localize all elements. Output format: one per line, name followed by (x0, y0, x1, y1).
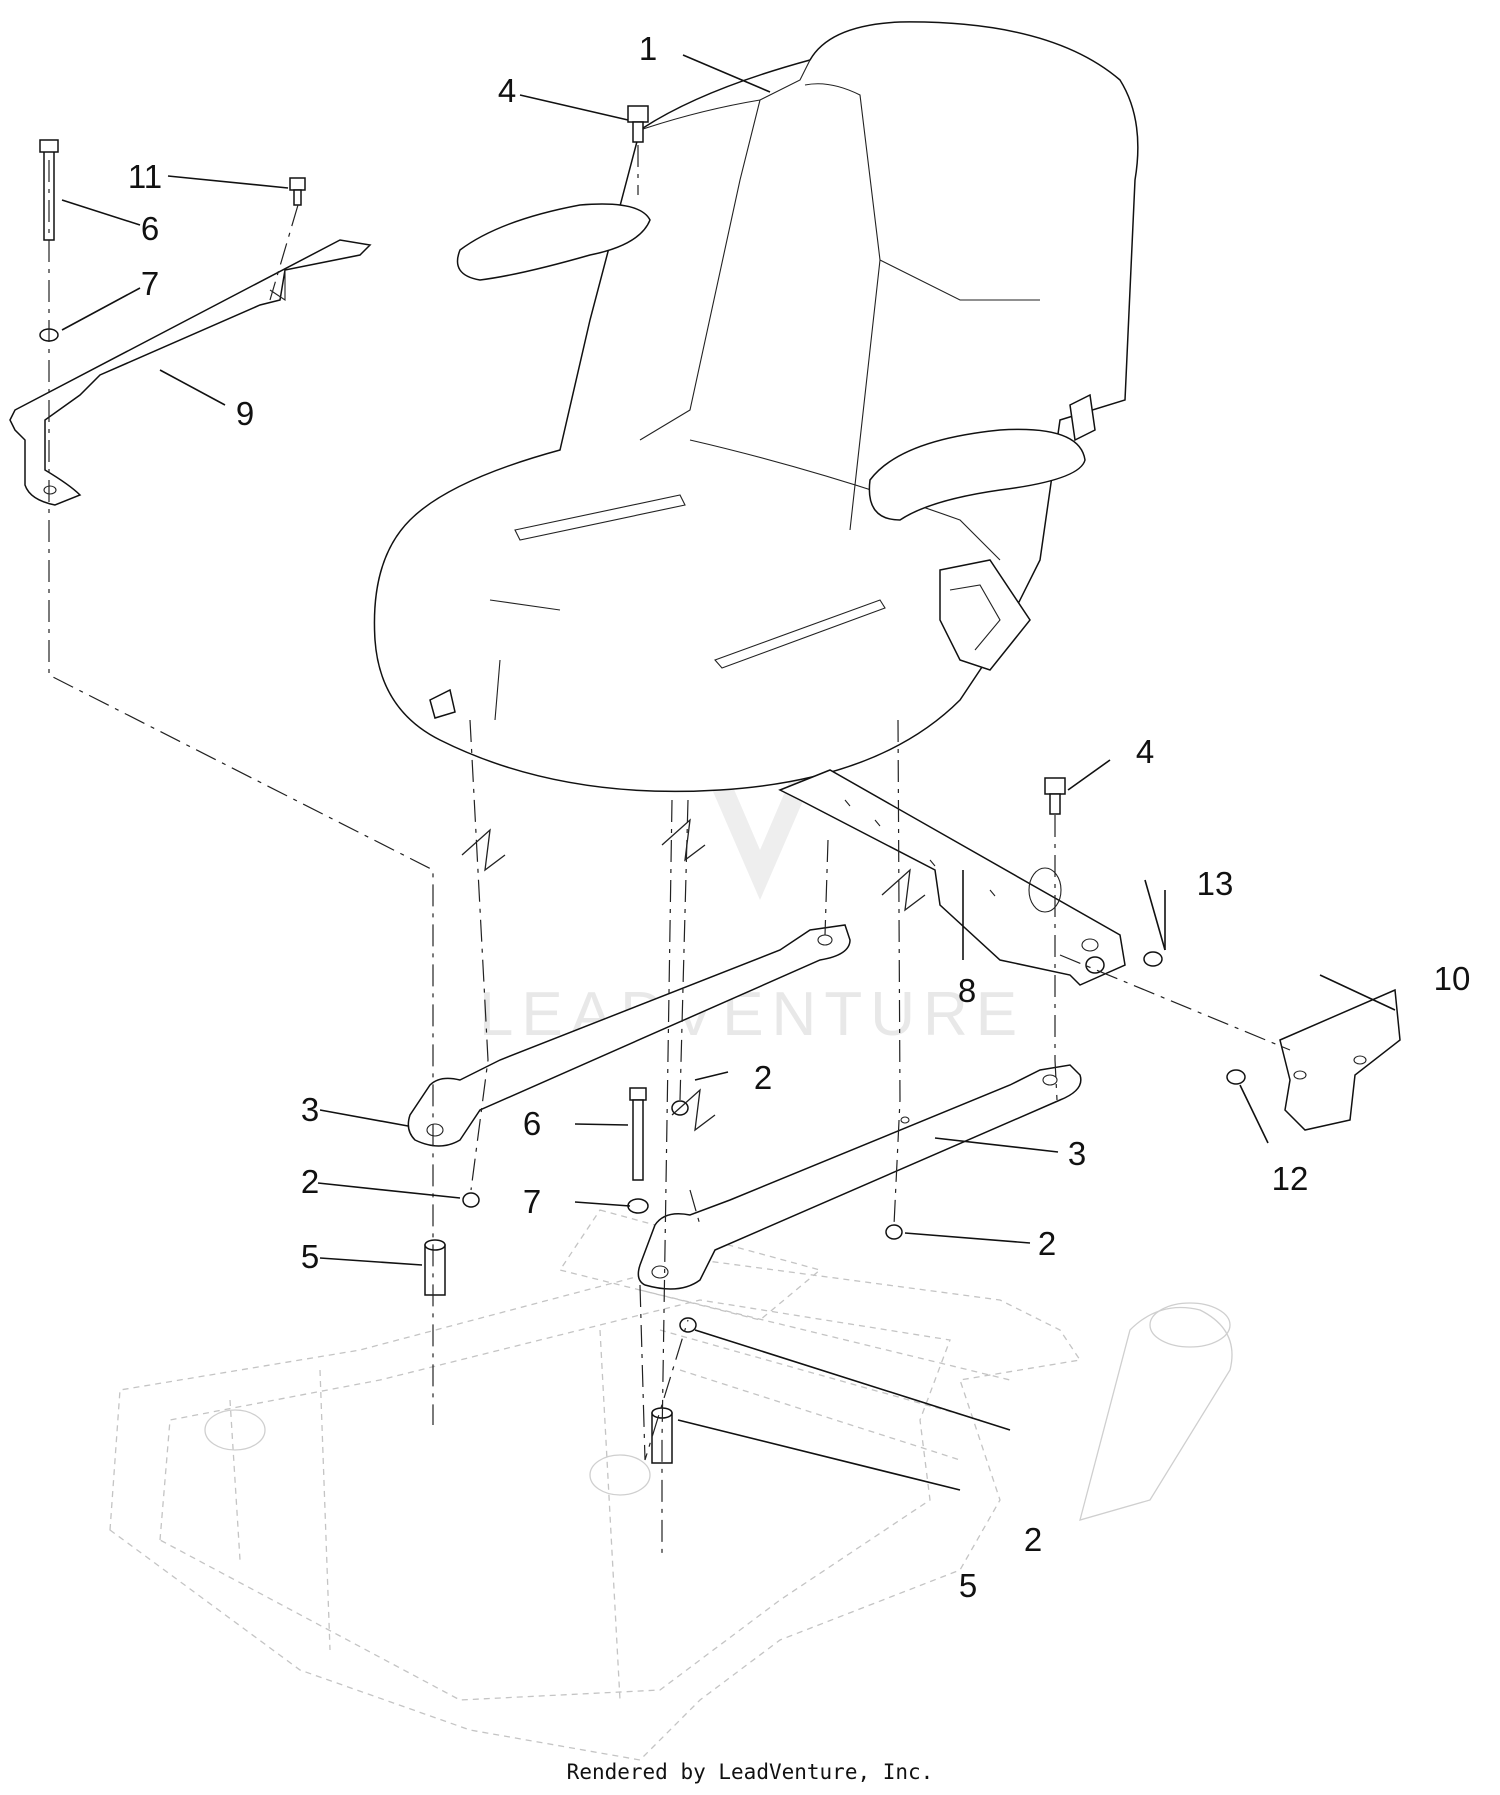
callout-1: 1 (639, 30, 657, 67)
callout-6-lower: 6 (523, 1105, 541, 1142)
callout-10: 10 (1434, 960, 1471, 997)
callout-2-bottom: 2 (1024, 1521, 1042, 1558)
callout-2-upper: 2 (754, 1059, 772, 1096)
callout-11: 11 (128, 158, 162, 195)
support-bracket-left (9, 239, 372, 506)
seat-mount-plate (778, 769, 1126, 986)
mower-frame-ghost (109, 1209, 1233, 1761)
callout-12: 12 (1272, 1160, 1309, 1197)
callout-8: 8 (958, 972, 976, 1009)
callout-9: 9 (236, 395, 254, 432)
callout-4-top: 4 (498, 72, 516, 109)
callout-7-top: 7 (141, 265, 159, 302)
callout-6-top: 6 (141, 210, 159, 247)
support-bracket-right (1279, 988, 1401, 1131)
callout-3-left: 3 (301, 1091, 319, 1128)
callout-2-right: 2 (1038, 1225, 1056, 1262)
seat-assembly (373, 21, 1139, 793)
callout-5-left: 5 (301, 1238, 319, 1275)
callout-4-right: 4 (1136, 733, 1154, 770)
render-credit: Rendered by LeadVenture, Inc. (566, 1760, 934, 1784)
callout-2-left: 2 (301, 1163, 319, 1200)
break-symbols (461, 818, 926, 1132)
seat-bracket-right (637, 1064, 1082, 1290)
callout-3-right: 3 (1068, 1135, 1086, 1172)
callout-5-bottom: 5 (959, 1567, 977, 1604)
callout-13: 13 (1197, 865, 1234, 902)
callout-7-lower: 7 (523, 1183, 541, 1220)
callout-labels: 1 4 11 6 7 9 4 13 8 10 3 6 2 3 12 2 7 2 … (128, 30, 1470, 1604)
hardware (39, 105, 1246, 1464)
leader-lines (61, 54, 1396, 1491)
assembly-centerlines (48, 145, 1291, 1555)
